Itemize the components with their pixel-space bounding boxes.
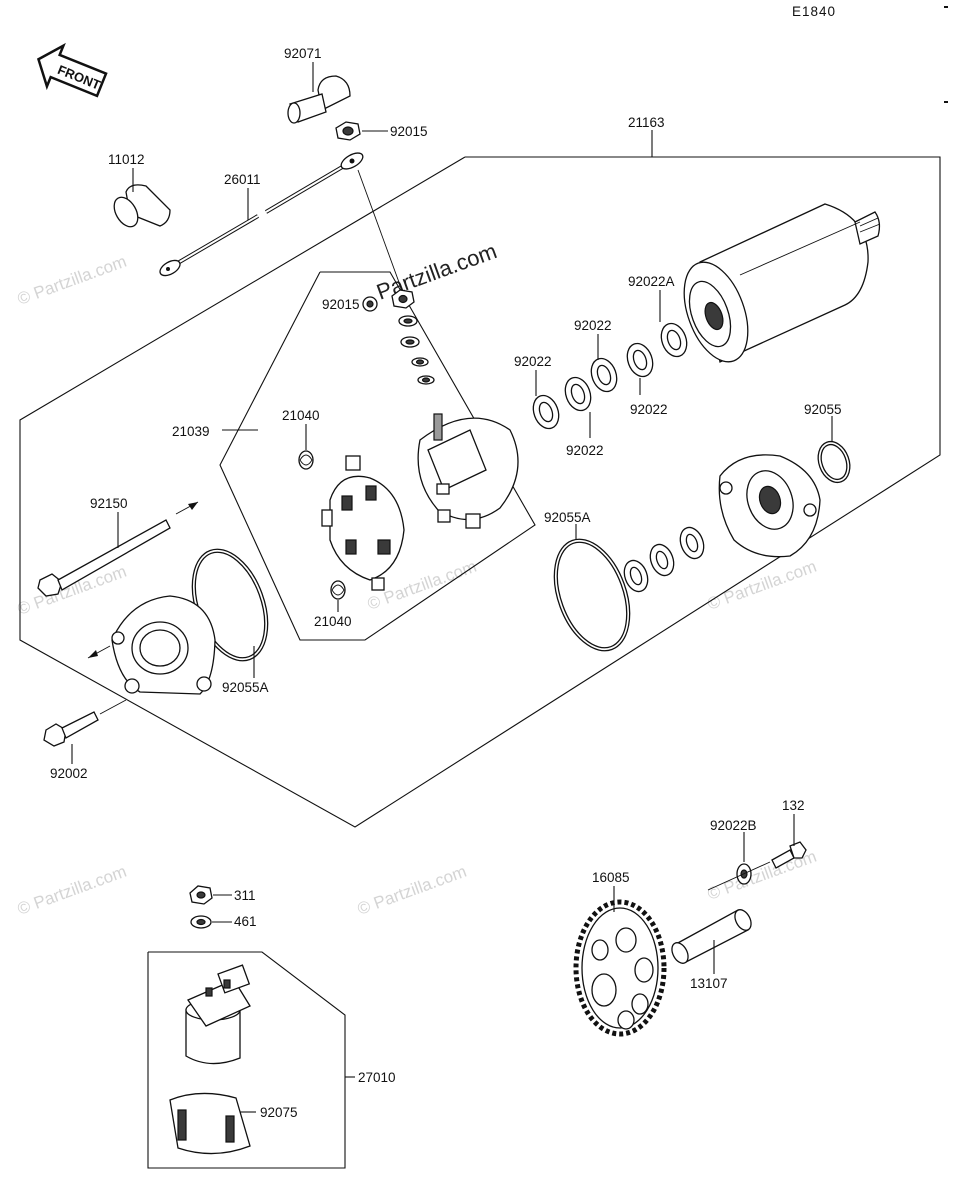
callout-92015: 92015	[390, 124, 428, 139]
corner-mark	[944, 6, 948, 8]
terminal-washer-stack	[362, 296, 435, 385]
through-bolt-92150	[37, 501, 199, 597]
assembly-outline-21163	[19, 156, 941, 828]
callout-21163: 21163	[628, 115, 665, 130]
lead-wire-26011	[159, 152, 364, 277]
washer-92022-2	[590, 357, 618, 393]
watermark: © Partzilla.com	[15, 252, 129, 309]
boot-11012	[113, 184, 171, 228]
diagram-ref-code: E1840	[792, 4, 836, 19]
callout-92022-d: 92022	[566, 443, 604, 458]
watermark-main: Partzilla.com	[373, 238, 500, 305]
rubber-cap-92071	[287, 75, 351, 124]
nut-92015-lower	[391, 289, 415, 309]
callout-21040-top: 21040	[282, 408, 320, 423]
callout-92071: 92071	[284, 46, 322, 61]
callout-92022-c: 92022	[630, 402, 668, 417]
washer-92022A	[660, 322, 688, 358]
callout-132: 132	[782, 798, 805, 813]
spring-21040-bottom	[330, 580, 346, 600]
callout-16085: 16085	[592, 870, 630, 885]
nut-92015	[335, 121, 361, 141]
assembly-guide-line	[707, 861, 771, 891]
watermark: © Partzilla.com	[15, 562, 129, 619]
rear-end-cover	[87, 595, 216, 695]
watermark: © Partzilla.com	[355, 862, 469, 919]
starter-yoke	[683, 203, 881, 363]
callout-92015-lower: 92015	[322, 297, 360, 312]
callout-92055A-right: 92055A	[544, 510, 591, 525]
watermark: © Partzilla.com	[705, 557, 819, 614]
relay-cover-92075	[169, 1092, 251, 1155]
nut-311	[189, 885, 213, 905]
callout-92002: 92002	[50, 766, 88, 781]
brush-plate-21039	[417, 413, 519, 529]
brush-holder-outline-21039	[219, 271, 536, 641]
callout-26011: 26011	[224, 172, 261, 187]
idle-gear-16085	[573, 899, 667, 1037]
relay-outline-27010	[147, 951, 346, 1169]
corner-mark	[944, 101, 948, 103]
callout-92022A: 92022A	[628, 274, 675, 289]
callout-92055A-left: 92055A	[222, 680, 269, 695]
callout-92055: 92055	[804, 402, 842, 417]
callout-92075: 92075	[260, 1105, 298, 1120]
callout-92150: 92150	[90, 496, 128, 511]
washer-92022-1	[626, 342, 654, 378]
spring-21040-top	[298, 450, 314, 470]
lower-washers	[623, 526, 705, 593]
o-ring-92055A-right	[553, 538, 631, 652]
callout-461: 461	[234, 914, 257, 929]
callout-21040-bottom: 21040	[314, 614, 352, 629]
shaft-13107	[671, 909, 752, 964]
washer-461	[190, 915, 212, 929]
callout-92022-b: 92022	[514, 354, 552, 369]
o-ring-92055	[817, 440, 851, 484]
callout-311: 311	[234, 888, 256, 903]
callout-27010: 27010	[358, 1070, 396, 1085]
brush-holder	[321, 455, 405, 591]
front-end-cover	[718, 454, 821, 558]
callout-92022-a: 92022	[574, 318, 612, 333]
callout-21039: 21039	[172, 424, 210, 439]
callout-92022B: 92022B	[710, 818, 757, 833]
callout-11012: 11012	[108, 152, 145, 167]
bolt-92002	[43, 699, 127, 747]
callout-13107: 13107	[690, 976, 728, 991]
front-arrow-icon: FRONT	[36, 42, 108, 98]
watermark: © Partzilla.com	[15, 862, 129, 919]
starter-relay	[185, 964, 251, 1065]
washer-92022B	[736, 863, 752, 885]
washer-92022-4	[532, 394, 560, 430]
callout-labels: 92071 92015 21163 11012 26011 92015 9202…	[50, 46, 842, 1120]
washer-92022-3	[564, 376, 592, 412]
assembly-guide-line	[357, 169, 405, 297]
